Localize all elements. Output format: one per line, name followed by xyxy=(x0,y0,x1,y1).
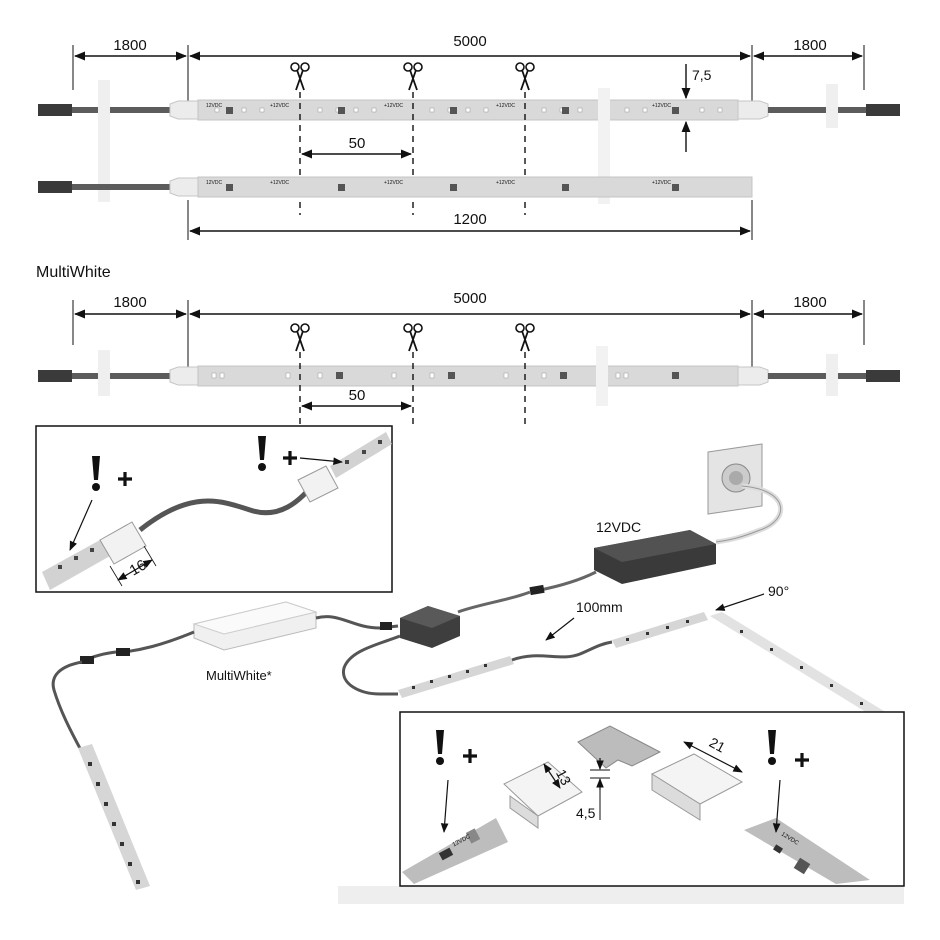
length-label: 100mm xyxy=(576,599,623,615)
cut-lines-2 xyxy=(299,352,526,428)
dimension-height: 7,5 xyxy=(681,64,712,152)
svg-text:+12VDC: +12VDC xyxy=(496,103,515,109)
system-diagram: 12VDC MultiWhite* xyxy=(51,443,892,890)
scissors-icon xyxy=(515,62,535,91)
dim-left-label: 1800 xyxy=(113,294,146,311)
dim-right-label: 1800 xyxy=(793,37,826,54)
dim-right-label: 1800 xyxy=(793,294,826,311)
svg-text:12VDC: 12VDC xyxy=(206,103,223,109)
controller-label: MultiWhite* xyxy=(206,668,272,683)
led-strip-long: 12VDC +12VDC +12VDC +12VDC +12VDC xyxy=(38,80,900,204)
led-strip-short: 12VDC +12VDC +12VDC +12VDC +12VDC xyxy=(38,176,753,198)
detail-box-connector: 16 xyxy=(35,425,393,593)
scissors-icon xyxy=(403,62,423,91)
section-1: 1800 5000 1800 12VDC +12VDC +12VDC +12VD… xyxy=(38,33,900,240)
dim-connector-label: 16 xyxy=(127,556,150,579)
dim-center-label: 5000 xyxy=(453,33,486,50)
svg-text:+12VDC: +12VDC xyxy=(496,180,515,186)
scissors-icon xyxy=(515,323,535,352)
section-2: MultiWhite 1800 5000 1800 xyxy=(36,264,900,428)
dim-13-label: 13 xyxy=(553,766,575,787)
dim-45-label: 4,5 xyxy=(576,805,596,821)
scissors-icon xyxy=(290,323,310,352)
dim-left-label: 1800 xyxy=(113,37,146,54)
detail-box-corner: 12VDC 12VDC 13 4,5 21 xyxy=(338,711,905,904)
angle-label: 90° xyxy=(768,583,789,599)
dim-cut-label: 50 xyxy=(349,387,366,404)
dimension-top-1: 1800 5000 1800 xyxy=(72,33,865,115)
wall-socket-icon xyxy=(707,443,763,515)
scissors-icon xyxy=(290,62,310,91)
svg-text:+12VDC: +12VDC xyxy=(384,103,403,109)
section-title: MultiWhite xyxy=(36,264,111,281)
svg-text:12VDC: 12VDC xyxy=(206,180,223,186)
dim-center-label: 5000 xyxy=(453,290,486,307)
power-supply-icon xyxy=(594,530,716,584)
junction-box-icon xyxy=(400,606,460,648)
scissors-icon xyxy=(403,323,423,352)
controller-icon xyxy=(192,601,318,651)
dim-height-label: 7,5 xyxy=(692,67,712,83)
driver-label: 12VDC xyxy=(596,519,641,535)
svg-text:+12VDC: +12VDC xyxy=(652,103,671,109)
led-strip-multiwhite xyxy=(38,346,900,406)
svg-text:+12VDC: +12VDC xyxy=(270,180,289,186)
svg-text:+12VDC: +12VDC xyxy=(384,180,403,186)
svg-text:+12VDC: +12VDC xyxy=(270,103,289,109)
dim-21-label: 21 xyxy=(707,734,728,756)
svg-text:+12VDC: +12VDC xyxy=(652,180,671,186)
dim-short-label: 1200 xyxy=(453,211,486,228)
dim-cut-label: 50 xyxy=(349,135,366,152)
